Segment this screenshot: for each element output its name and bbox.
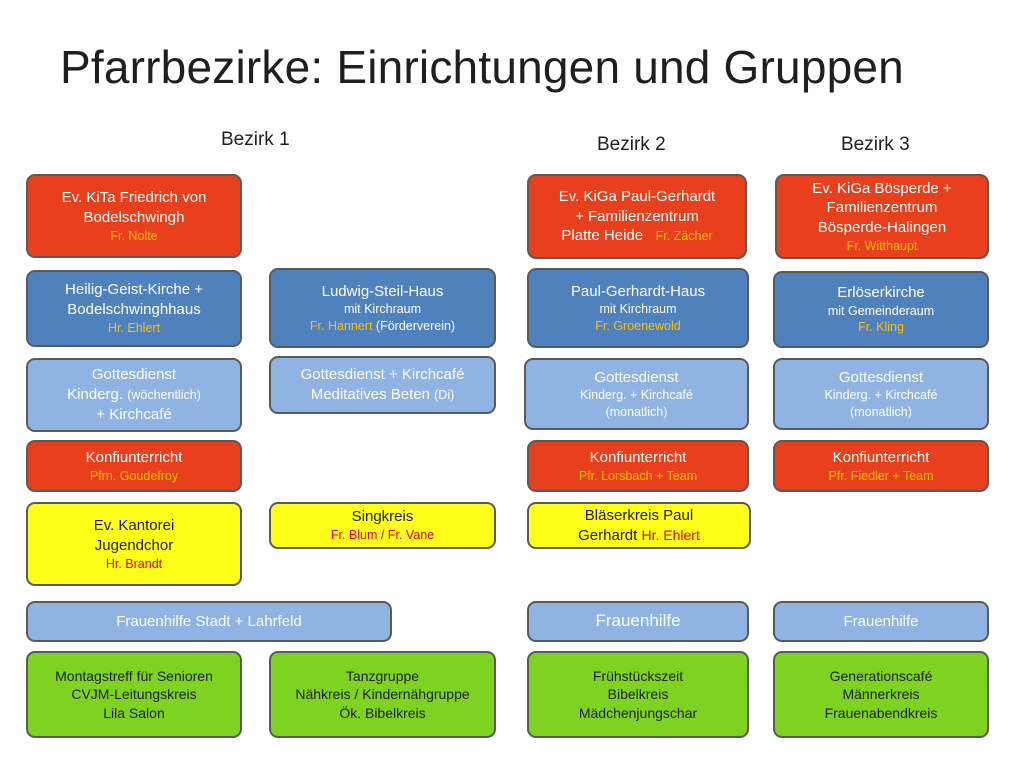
box-sublabel: mit Kirchraum bbox=[599, 302, 677, 317]
box-label: Tanzgruppe bbox=[345, 667, 420, 684]
box-sublabel: mit Gemeinderaum bbox=[827, 303, 935, 318]
page-title: Pfarrbezirke: Einrichtungen und Gruppen bbox=[60, 41, 904, 93]
frauenhilfe-bezirk-2-box: Frauenhilfe bbox=[527, 601, 749, 642]
box-label: Montagstreff für Senioren bbox=[55, 667, 213, 684]
box-label: Bodelschwingh bbox=[83, 208, 185, 226]
box-label: Ludwig-Steil-Haus bbox=[321, 282, 444, 300]
box-label: Kinderg. bbox=[67, 386, 124, 404]
erloeserkirche-box: Erlöserkirche mit Gemeinderaum Fr. Kling bbox=[773, 271, 989, 348]
konfiunterricht-bezirk-3-box: Konfiunterricht Pfr. Fiedler + Team bbox=[773, 440, 989, 492]
box-label: Konfiunterricht bbox=[832, 448, 930, 466]
box-label: Ev. KiGa Bösperde + bbox=[812, 179, 952, 197]
box-sublabel: (Förderverein) bbox=[375, 318, 456, 333]
box-label: Ev. KiGa Paul-Gerhardt bbox=[558, 187, 716, 205]
heilig-geist-kirche-box: Heilig-Geist-Kirche + Bodelschwinghhaus … bbox=[26, 270, 242, 347]
box-sublabel: (monatlich) bbox=[605, 404, 668, 419]
gottesdienst-bezirk-3-box: Gottesdienst Kinderg. + Kirchcafé (monat… bbox=[773, 358, 989, 430]
contact-person: Fr. Groenewold bbox=[595, 318, 681, 333]
box-sublabel: mit Kirchraum bbox=[343, 302, 422, 317]
contact-person: Fr. Nolte bbox=[110, 228, 158, 243]
box-sublabel: (Di) bbox=[434, 388, 455, 402]
box-label: + Kirchcafé bbox=[96, 405, 172, 423]
frauenhilfe-bezirk-1-box: Frauenhilfe Stadt + Lahrfeld bbox=[26, 601, 392, 642]
box-label: Bösperde-Halingen bbox=[817, 219, 947, 237]
contact-person: Fr. Zächer bbox=[655, 229, 713, 244]
contact-person: Fr. Blum / Fr. Vane bbox=[330, 528, 435, 543]
box-label: Frauenhilfe Stadt + Lahrfeld bbox=[116, 612, 302, 630]
box-label: Gerhardt bbox=[578, 526, 638, 544]
column-header-bezirk-3: Bezirk 3 bbox=[841, 134, 910, 155]
column-header-bezirk-2: Bezirk 2 bbox=[597, 134, 666, 155]
column-header-bezirk-1: Bezirk 1 bbox=[221, 129, 290, 150]
singkreis-box: Singkreis Fr. Blum / Fr. Vane bbox=[269, 502, 496, 549]
box-label: Paul-Gerhardt-Haus bbox=[570, 282, 706, 300]
box-label: CVJM-Leitungskreis bbox=[71, 686, 197, 703]
groups-bezirk-1b-box: Tanzgruppe Nähkreis / Kindernähgruppe Ök… bbox=[269, 651, 496, 738]
box-label: Heilig-Geist-Kirche + bbox=[65, 281, 203, 299]
box-label: Ök. Bibelkreis bbox=[339, 704, 426, 721]
blaeserkreis-box: Bläserkreis Paul Gerhardt Hr. Ehlert bbox=[527, 502, 751, 549]
contact-person: Pfr. Lorsbach + Team bbox=[578, 468, 698, 483]
box-label: Bläserkreis Paul bbox=[584, 506, 694, 524]
box-label: Platte Heide bbox=[561, 227, 644, 245]
box-label: Gottesdienst bbox=[838, 368, 924, 386]
box-sublabel: Kinderg. + Kirchcafé bbox=[580, 388, 693, 403]
box-label: Ev. KiTa Friedrich von bbox=[61, 188, 207, 206]
gottesdienst-bezirk-2-box: Gottesdienst Kinderg. + Kirchcafé (monat… bbox=[524, 358, 749, 430]
contact-person: Fr. Witthaupt bbox=[846, 238, 918, 253]
box-label: Generationscafé bbox=[829, 667, 933, 684]
box-label: Mädchenjungschar bbox=[578, 704, 698, 721]
box-label: Familienzentrum bbox=[826, 199, 938, 217]
box-label: Gottesdienst + Kirchcafé bbox=[300, 366, 465, 384]
box-label: Gottesdienst bbox=[91, 366, 177, 384]
box-sublabel: (wöchentlich) bbox=[127, 388, 201, 403]
box-label: Jugendchor bbox=[94, 536, 174, 554]
box-label: Konfiunterricht bbox=[85, 448, 183, 466]
contact-person: Hr. Brandt bbox=[105, 556, 163, 571]
kantorei-box: Ev. Kantorei Jugendchor Hr. Brandt bbox=[26, 502, 242, 586]
box-label: Nähkreis / Kindernähgruppe bbox=[295, 686, 470, 703]
box-label: Gottesdienst bbox=[594, 368, 679, 386]
box-label: Frühstückszeit bbox=[592, 667, 684, 684]
box-label: Lila Salon bbox=[103, 704, 165, 721]
contact-person: Pfr. Fiedler + Team bbox=[828, 468, 934, 483]
box-label: Frauenhilfe bbox=[595, 611, 681, 631]
kiga-paul-gerhardt-box: Ev. KiGa Paul-Gerhardt + Familienzentrum… bbox=[527, 174, 747, 259]
box-label: Ev. Kantorei bbox=[93, 516, 175, 534]
contact-person: Fr. Kling bbox=[858, 320, 904, 335]
box-label: Bibelkreis bbox=[607, 686, 669, 703]
groups-bezirk-3-box: Generationscafé Männerkreis Frauenabendk… bbox=[773, 651, 989, 738]
box-sublabel: Kinderg. + Kirchcafé bbox=[824, 388, 938, 403]
groups-bezirk-2-box: Frühstückszeit Bibelkreis Mädchenjungsch… bbox=[527, 651, 749, 738]
kita-bodelschwingh-box: Ev. KiTa Friedrich von Bodelschwingh Fr.… bbox=[26, 174, 242, 258]
box-label: + Familienzentrum bbox=[575, 207, 699, 225]
box-label: Singkreis bbox=[351, 508, 414, 526]
frauenhilfe-bezirk-3-box: Frauenhilfe bbox=[773, 601, 989, 642]
konfiunterricht-bezirk-1-box: Konfiunterricht Pfrn. Goudefroy bbox=[26, 440, 242, 492]
box-label: Konfiunterricht bbox=[589, 448, 687, 466]
konfiunterricht-bezirk-2-box: Konfiunterricht Pfr. Lorsbach + Team bbox=[527, 440, 749, 492]
contact-person: Hr. Ehlert bbox=[641, 526, 700, 543]
box-label: Frauenabendkreis bbox=[824, 704, 938, 721]
gottesdienst-bezirk-1-box: Gottesdienst Kinderg. (wöchentlich) + Ki… bbox=[26, 358, 242, 432]
groups-bezirk-1a-box: Montagstreff für Senioren CVJM-Leitungsk… bbox=[26, 651, 242, 738]
paul-gerhardt-haus-box: Paul-Gerhardt-Haus mit Kirchraum Fr. Gro… bbox=[527, 268, 749, 348]
gottesdienst-kirchcafe-box: Gottesdienst + Kirchcafé Meditatives Bet… bbox=[269, 356, 496, 414]
box-label: Männerkreis bbox=[842, 686, 920, 703]
kiga-boesperde-box: Ev. KiGa Bösperde + Familienzentrum Bösp… bbox=[775, 174, 989, 259]
box-label: Erlöserkirche bbox=[837, 284, 925, 302]
box-label: Meditatives Beten bbox=[310, 386, 430, 403]
box-label: Frauenhilfe bbox=[843, 612, 919, 630]
ludwig-steil-haus-box: Ludwig-Steil-Haus mit Kirchraum Fr. Hann… bbox=[269, 268, 496, 348]
contact-person: Pfrn. Goudefroy bbox=[89, 468, 179, 483]
box-sublabel: (monatlich) bbox=[850, 404, 912, 419]
contact-person: Hr. Ehlert bbox=[107, 321, 161, 336]
contact-person: Fr. Hannert bbox=[309, 318, 373, 333]
box-label: Bodelschwinghhaus bbox=[67, 301, 201, 319]
